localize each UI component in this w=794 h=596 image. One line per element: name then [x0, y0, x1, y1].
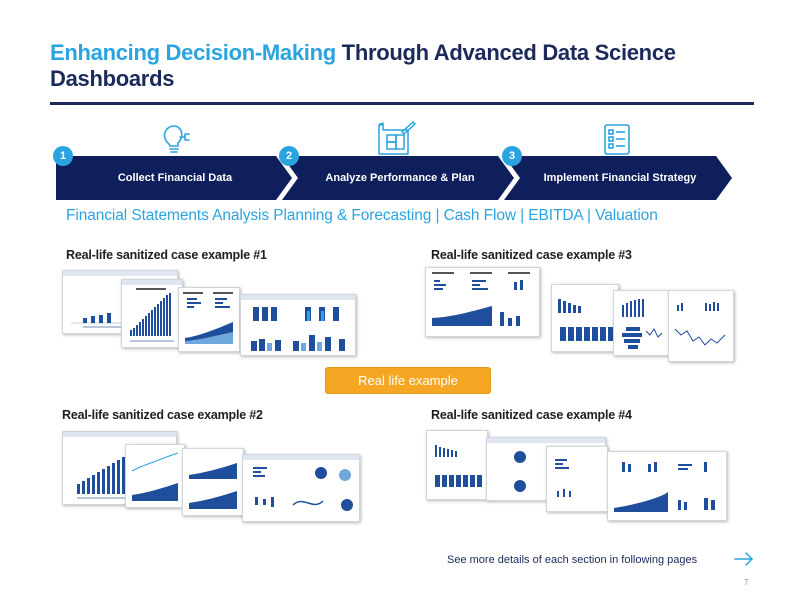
case3-thumbnail-3[interactable] [613, 290, 669, 356]
real-life-example-button[interactable]: Real life example [325, 367, 491, 394]
arrow-right-icon[interactable] [734, 551, 754, 567]
step-chevron-1 [56, 156, 292, 200]
step-label-2: Analyze Performance & Plan [325, 172, 475, 184]
step-badge-3: 3 [502, 146, 522, 166]
case4-thumbnail-1[interactable] [426, 430, 488, 500]
case-title-4: Real-life sanitized case example #4 [431, 408, 632, 422]
case3-thumbnail-2[interactable] [551, 284, 619, 352]
title-highlight: Enhancing Decision-Making [50, 40, 336, 65]
step-label-3: Implement Financial Strategy [543, 172, 697, 184]
case3-thumbnail-4[interactable] [668, 290, 734, 362]
case1-thumbnail-3[interactable] [178, 287, 240, 352]
checklist-icon [604, 124, 630, 155]
case1-thumbnail-2[interactable] [121, 279, 183, 348]
process-chevrons [56, 156, 732, 200]
page-number: 7 [744, 578, 749, 587]
case-title-3: Real-life sanitized case example #3 [431, 248, 632, 262]
case-title-2: Real-life sanitized case example #2 [62, 408, 263, 422]
case3-thumbnail-1[interactable] [425, 267, 540, 337]
blueprint-icon [378, 121, 416, 155]
step-chevron-3 [504, 156, 732, 200]
step-chevron-2 [282, 156, 514, 200]
case1-thumbnail-4[interactable] [240, 294, 356, 356]
case2-thumbnail-3[interactable] [182, 448, 244, 516]
case-title-1: Real-life sanitized case example #1 [66, 248, 267, 262]
see-more-link[interactable]: See more details of each section in foll… [447, 554, 698, 566]
case2-thumbnail-2[interactable] [125, 444, 185, 508]
subtitle: Financial Statements Analysis Planning &… [66, 207, 658, 224]
case4-thumbnail-3[interactable] [546, 446, 608, 512]
page-title: Enhancing Decision-Making Through Advanc… [50, 40, 750, 92]
case2-thumbnail-4[interactable] [242, 454, 360, 522]
step-label-1: Collect Financial Data [117, 172, 233, 184]
step-badge-1: 1 [53, 146, 73, 166]
title-divider [50, 102, 754, 105]
step-badge-2: 2 [279, 146, 299, 166]
title-rest: Through Advanced Data Science Dashboards [50, 40, 676, 91]
case4-thumbnail-4[interactable] [607, 451, 727, 521]
lightbulb-icon [163, 125, 190, 153]
